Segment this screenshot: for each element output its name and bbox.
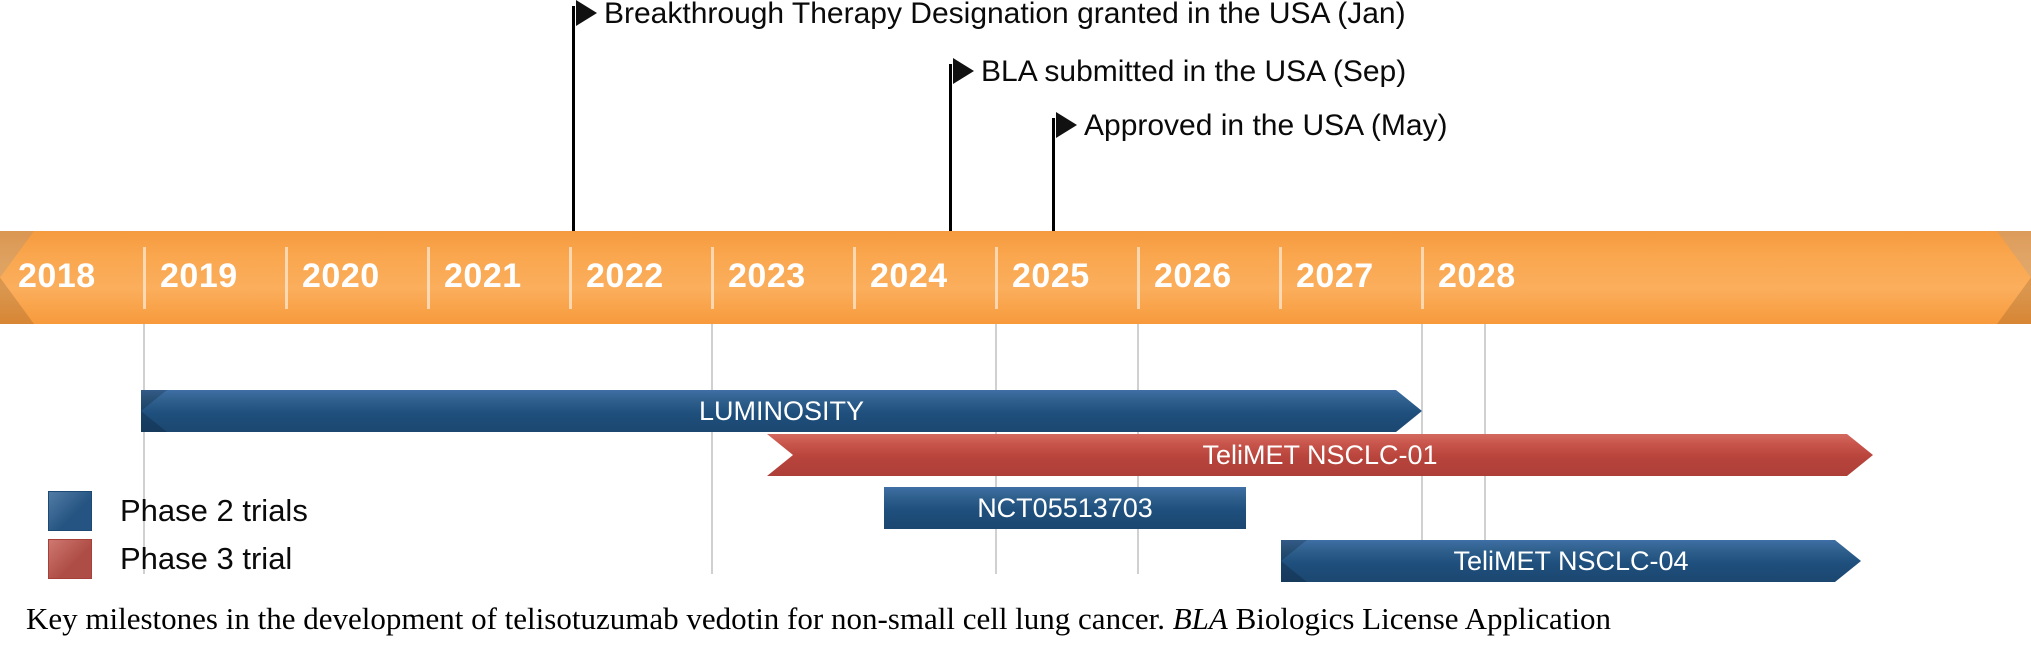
legend-swatch-icon: [48, 539, 92, 579]
axis-year-2026: 2026: [1154, 257, 1232, 295]
axis-year-2023: 2023: [728, 257, 806, 295]
axis-year-2025: 2025: [1012, 257, 1090, 295]
trial-bar-label: LUMINOSITY: [698, 396, 865, 426]
milestone-label: BLA submitted in the USA (Sep): [981, 55, 1407, 88]
legend-label: Phase 3 trial: [120, 541, 293, 576]
axis-background: [0, 231, 2031, 324]
axis-year-2018: 2018: [18, 257, 96, 295]
milestone-stem: [1052, 118, 1055, 232]
axis-year-2020: 2020: [302, 257, 380, 295]
trial-bar-label: TeliMET NSCLC-04: [1453, 546, 1689, 576]
milestone-stem: [949, 64, 952, 232]
axis-tick: [711, 247, 714, 309]
axis-year-2022: 2022: [586, 257, 664, 295]
axis-year-2019: 2019: [160, 257, 238, 295]
milestone-label: Breakthrough Therapy Designation granted…: [604, 0, 1406, 30]
axis-year-2021: 2021: [444, 257, 522, 295]
axis-tick: [285, 247, 288, 309]
trial-bar-label: TeliMET NSCLC-01: [1202, 440, 1438, 470]
axis-year-2028: 2028: [1438, 257, 1516, 295]
axis-year-2024: 2024: [870, 257, 948, 295]
timeline-axis: 2018 2019 2020 2021 2022 2023 2024 2025 …: [0, 231, 2031, 324]
legend: Phase 2 trials Phase 3 trial: [48, 487, 308, 583]
trial-bar-telimet-nsclc-01[interactable]: TeliMET NSCLC-01: [767, 434, 1873, 476]
axis-tick: [853, 247, 856, 309]
axis-year-2027: 2027: [1296, 257, 1374, 295]
caption-part-1: Key milestones in the development of tel…: [26, 601, 1173, 636]
axis-tick: [1137, 247, 1140, 309]
legend-label: Phase 2 trials: [120, 493, 308, 528]
play-triangle-icon: [1056, 112, 1077, 138]
axis-tick: [995, 247, 998, 309]
milestone-label: Approved in the USA (May): [1084, 109, 1448, 142]
legend-swatch-icon: [48, 491, 92, 531]
bar-shape: [884, 487, 1246, 529]
axis-tick: [1279, 247, 1282, 309]
trial-bar-luminosity[interactable]: LUMINOSITY: [141, 390, 1422, 432]
bar-shape: [141, 390, 1422, 432]
legend-item-phase-3: Phase 3 trial: [48, 535, 308, 583]
axis-tick: [143, 247, 146, 309]
grid-line: [143, 324, 145, 574]
play-triangle-icon: [576, 0, 597, 26]
trial-bar-nct05513703[interactable]: NCT05513703: [884, 487, 1246, 529]
bar-shape: [767, 434, 1873, 476]
axis-tick: [427, 247, 430, 309]
trial-bar-label: NCT05513703: [977, 493, 1153, 523]
figure-caption: Key milestones in the development of tel…: [26, 601, 2016, 637]
axis-tick: [569, 247, 572, 309]
bar-shape: [1281, 540, 1861, 582]
legend-item-phase-2: Phase 2 trials: [48, 487, 308, 535]
axis-tick: [1421, 247, 1424, 309]
trial-bar-telimet-nsclc-04[interactable]: TeliMET NSCLC-04: [1281, 540, 1861, 582]
play-triangle-icon: [953, 58, 974, 84]
grid-line: [711, 324, 713, 574]
caption-part-2: Biologics License Application: [1227, 601, 1611, 636]
milestone-stem: [572, 6, 575, 232]
caption-abbreviation: BLA: [1172, 601, 1228, 636]
